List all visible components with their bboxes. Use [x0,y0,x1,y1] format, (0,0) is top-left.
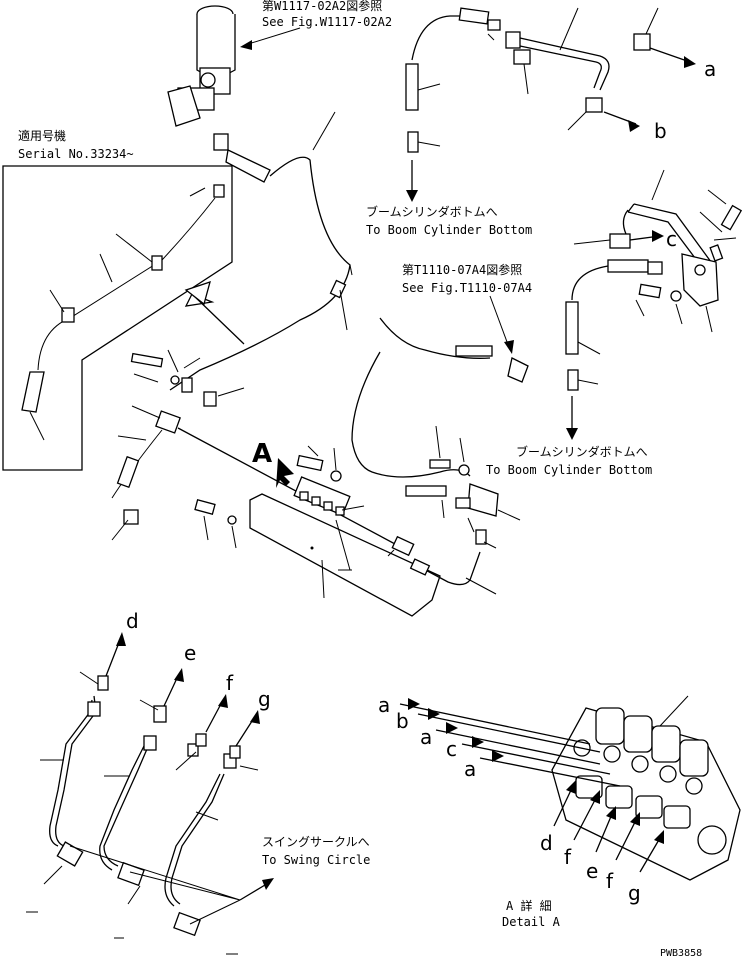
detail-port-e: e [586,859,598,883]
reference-top: 第W1117-02A2図参照 See Fig.W1117-02A2 [240,0,392,50]
detail-port-a1: a [378,693,390,717]
detail-a: a b a c a d f e f g A 詳 細 Detail A [378,693,741,929]
detail-port-d: d [540,831,553,855]
bracket-plate [194,493,441,617]
motor-assembly [167,5,271,183]
boom-upper-en: To Boom Cylinder Bottom [366,223,532,237]
small-parts-left [111,349,245,541]
serial-en: Serial No.33234~ [18,147,134,161]
port-a-top: a [704,57,716,81]
right-bracket-assembly: c ブームシリンダボトムへ To Boom Cylinder Bottom [486,169,742,477]
boom-upper-jp: ブームシリンダボトムへ [366,204,498,219]
detail-port-b: b [396,709,409,733]
fitting-line-right [387,529,497,595]
port-g-left: g [258,687,271,711]
serial-inset: 適用号機 Serial No.33234~ [2,128,245,471]
swing-hoses: d e f g スイングサークルへ To Swing [26,609,370,955]
swing-en: To Swing Circle [262,853,370,867]
detail-a-port-arrows: a b a c a [378,693,621,787]
detail-en: Detail A [502,915,561,929]
ref-top-jp: 第W1117-02A2図参照 [262,0,382,13]
detail-port-c: c [446,737,457,761]
ref-mid-en: See Fig.T1110-07A4 [402,281,532,295]
main-hose [169,156,351,391]
ref-mid-jp: 第T1110-07A4図参照 [402,262,522,277]
detail-port-a2: a [420,725,432,749]
boom-lower-jp: ブームシリンダボトムへ [516,444,648,459]
detail-a-bottom-ports: d f e f g [540,780,664,905]
port-e-left: e [184,641,196,665]
detail-port-a3: a [464,757,476,781]
detail-port-f2: f [606,869,614,893]
view-arrow [276,458,294,488]
port-b-top: b [654,119,667,143]
swing-jp: スイングサークルへ [262,835,370,849]
view-marker-a: A [252,439,272,469]
detail-port-g: g [628,881,641,905]
pilot-rod [177,427,411,553]
port-c-right: c [666,227,677,251]
port-d-left: d [126,609,139,633]
ref-top-en: See Fig.W1117-02A2 [262,15,392,29]
detail-port-f1: f [564,845,572,869]
serial-jp: 適用号機 [18,128,66,143]
valve-block-main: A [252,439,365,571]
port-f-left: f [226,671,234,695]
drawing-code: PWB3858 [660,948,702,959]
hose-clip [329,279,347,299]
middle-hose: 第T1110-07A4図参照 See Fig.T1110-07A4 [351,262,532,533]
detail-jp: A 詳 細 [506,898,552,913]
boom-lower-en: To Boom Cylinder Bottom [486,463,652,477]
top-right-hose: ブームシリンダボトムへ To Boom Cylinder Bottom b a [366,7,716,237]
